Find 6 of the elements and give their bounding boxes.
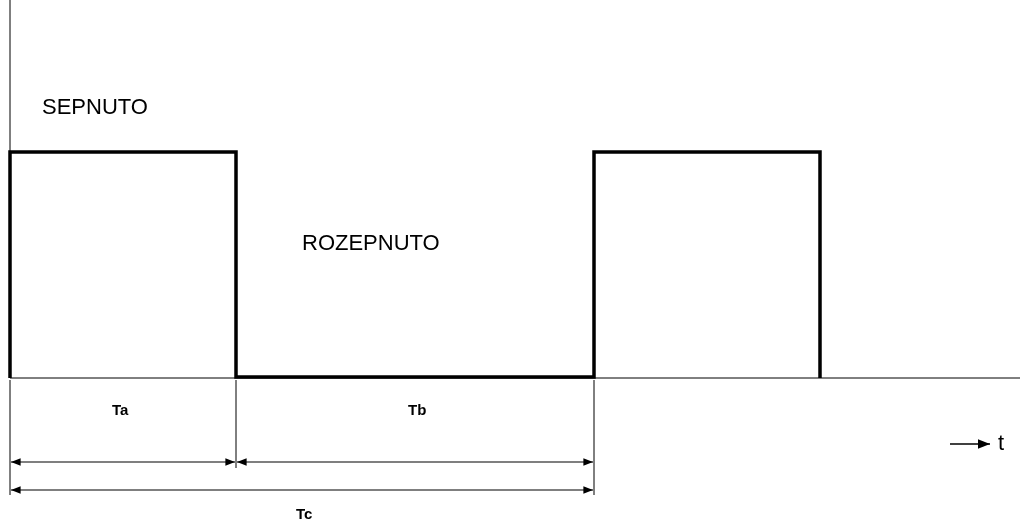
duration-label: Tc bbox=[296, 506, 313, 520]
state-label: ROZEPNUTO bbox=[302, 232, 440, 254]
duration-label: Ta bbox=[112, 402, 129, 417]
axis-label: t bbox=[998, 432, 1005, 454]
duration-label: Tb bbox=[408, 402, 427, 417]
state-label: SEPNUTO bbox=[42, 96, 148, 118]
